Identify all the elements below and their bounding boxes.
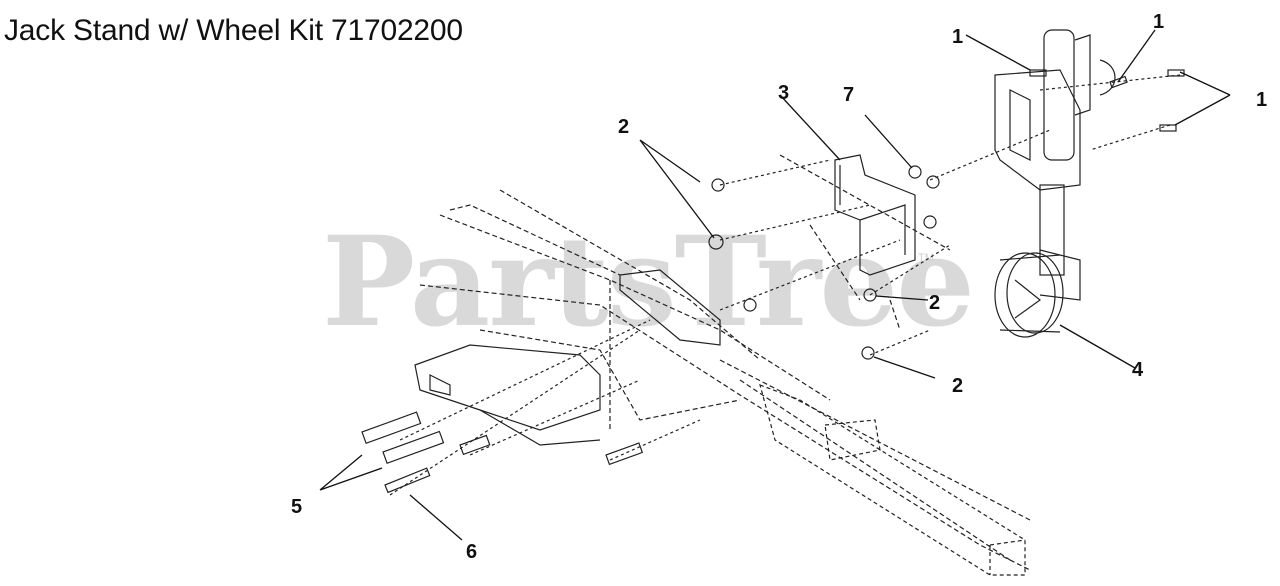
callout-5: 5 <box>291 496 302 518</box>
frame-outline <box>419 154 1031 571</box>
bolt-part-6 <box>384 467 431 494</box>
callout-2c: 2 <box>952 375 963 397</box>
watermark-trademark: TM <box>918 252 934 264</box>
callout-1c: 1 <box>1256 89 1267 111</box>
leader-lines <box>319 29 1231 541</box>
callout-3: 3 <box>778 82 789 104</box>
jack-stand-assembly <box>994 29 1116 338</box>
bolt-part-5 <box>361 411 445 465</box>
callout-7: 7 <box>843 84 854 106</box>
bolt-part-1 <box>1029 69 1185 132</box>
bracket-part-3 <box>834 154 916 276</box>
callout-1a: 1 <box>952 26 963 48</box>
frame-bracket <box>414 269 721 446</box>
callout-1b: 1 <box>1153 11 1164 33</box>
diagram-title: Jack Stand w/ Wheel Kit 71702200 <box>4 14 463 47</box>
watermark: PartsTree <box>322 210 975 355</box>
callout-6: 6 <box>466 541 477 563</box>
callout-4: 4 <box>1132 359 1144 381</box>
callout-2b: 2 <box>929 292 940 314</box>
nuts <box>708 165 940 360</box>
callout-2a: 2 <box>618 116 629 138</box>
